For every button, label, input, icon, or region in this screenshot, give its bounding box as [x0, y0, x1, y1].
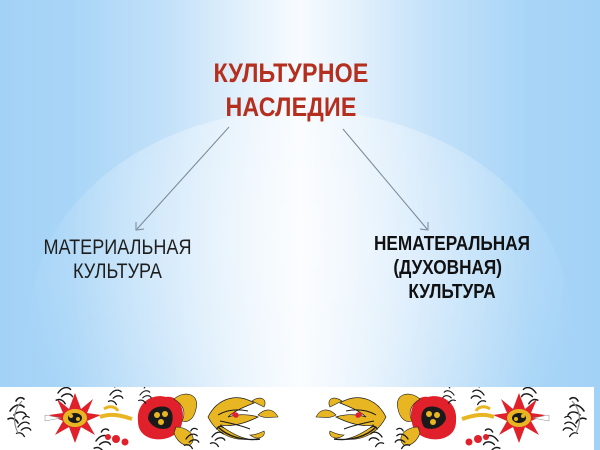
page-title: КУЛЬТУРНОЕ НАСЛЕДИЕ: [170, 56, 413, 124]
intangible-line-3: КУЛЬТУРА: [408, 281, 496, 303]
khokhloma-ornament-icon: [0, 387, 594, 450]
intangible-line-2: (ДУХОВНАЯ): [393, 257, 503, 279]
ornament-right-half: [316, 387, 586, 450]
title-line-1: КУЛЬТУРНОЕ: [213, 58, 369, 88]
material-line-1: МАТЕРИАЛЬНАЯ: [43, 236, 192, 259]
title-line-2: НАСЛЕДИЕ: [225, 92, 357, 122]
material-culture-label: МАТЕРИАЛЬНАЯ КУЛЬТУРА: [34, 236, 202, 284]
material-line-2: КУЛЬТУРА: [73, 260, 162, 283]
ornament-left-half: [8, 387, 278, 450]
ornamental-border: [0, 387, 594, 450]
intangible-culture-label: НЕМАТЕРАЛЬНАЯ (ДУХОВНАЯ) КУЛЬТУРА: [366, 232, 538, 304]
intangible-line-1: НЕМАТЕРАЛЬНАЯ: [373, 233, 530, 255]
